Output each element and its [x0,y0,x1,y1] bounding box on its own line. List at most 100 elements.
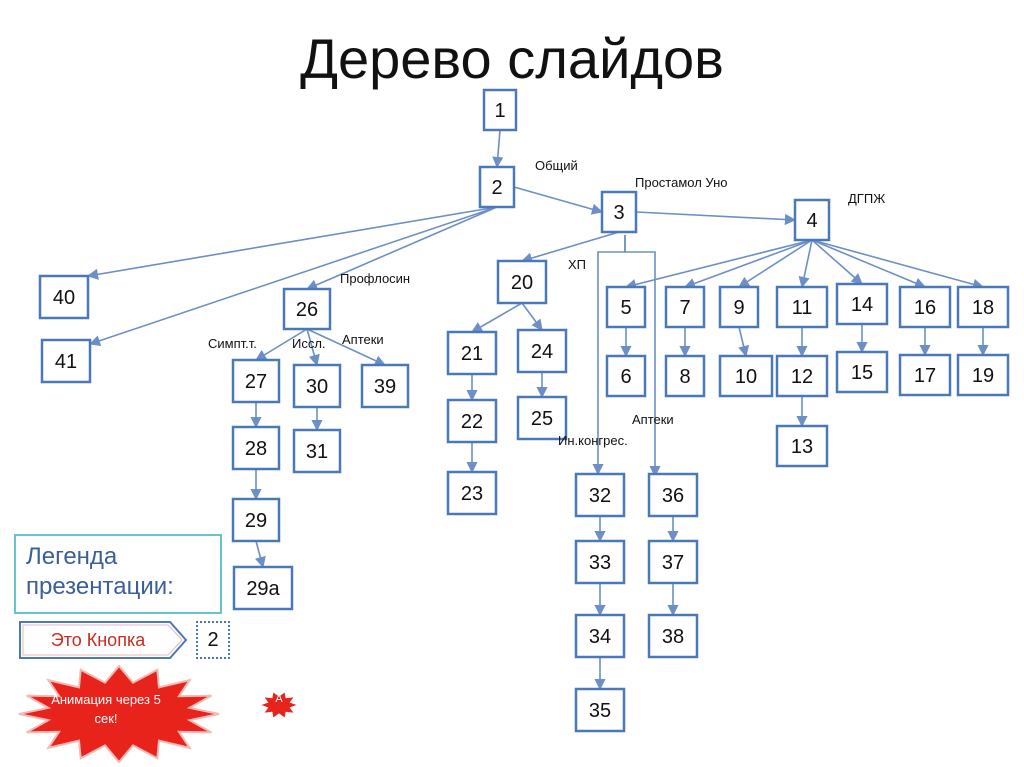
slide-node-box [793,198,831,242]
slide-node-box [38,274,90,320]
slide-node-3[interactable]: 3 [600,190,638,234]
slide-node-box [956,353,1010,397]
slide-node-34[interactable]: 34 [574,613,626,659]
slide-node-39[interactable]: 39 [360,363,410,409]
slide-node-2[interactable]: 2 [478,165,516,209]
animation-label: Анимация через 5 сек! [51,692,161,726]
slide-node-label: 34 [589,626,611,648]
slide-node-label: 3 [613,202,624,224]
slide-node-label: 2 [491,177,502,199]
slide-node-32[interactable]: 32 [574,472,626,518]
slide-node-box [600,190,638,234]
edge-n29-n29a [254,540,266,569]
slide-node-40[interactable]: 40 [38,274,90,320]
edge-n3-n4 [635,211,797,226]
slide-node-9[interactable]: 9 [718,285,760,329]
slide-node-label: 7 [679,297,690,319]
slide-node-label: 27 [245,371,267,393]
slide-node-20[interactable]: 20 [496,259,548,305]
slide-node-box [232,565,294,611]
slide-node-23[interactable]: 23 [446,470,498,516]
slide-node-16[interactable]: 16 [898,285,952,329]
slide-node-38[interactable]: 38 [647,613,699,659]
slide-node-30[interactable]: 30 [292,363,342,409]
slide-node-5[interactable]: 5 [605,285,647,329]
slide-node-11[interactable]: 11 [775,285,829,329]
slide-node-box [40,338,92,384]
slide-node-10[interactable]: 10 [718,354,774,398]
slide-node-4[interactable]: 4 [793,198,831,242]
edge-n20-n21 [471,302,523,333]
slide-node-17[interactable]: 17 [898,353,952,397]
slide-node-label: 19 [972,365,994,387]
slide-node-26[interactable]: 26 [282,287,332,331]
slide-node-35[interactable]: 35 [574,687,626,733]
slide-node-label: 28 [245,438,267,460]
edge-n4-n11 [798,239,813,289]
slide-node-13[interactable]: 13 [775,424,829,468]
slide-node-box [360,363,410,409]
slide-node-box [231,425,281,471]
branch-label: Простамол Уно [635,175,728,190]
slide-node-box [647,472,699,518]
slide-node-box [647,613,699,659]
slide-node-box [292,428,342,474]
branch-label: Профлосин [340,271,410,286]
slide-node-22[interactable]: 22 [446,398,498,444]
slide-node-33[interactable]: 33 [574,539,626,585]
slide-node-14[interactable]: 14 [835,282,889,326]
slide-node-25[interactable]: 25 [516,395,568,441]
animation-burst-icon [18,664,220,764]
edge-n2-n41 [88,206,498,347]
slide-node-29а[interactable]: 29а [232,565,294,611]
slide-node-28[interactable]: 28 [231,425,281,471]
slide-node-label: 31 [306,441,328,463]
slide-node-label: 29 [245,510,267,532]
slide-node-8[interactable]: 8 [664,354,706,398]
slide-node-box [574,613,626,659]
slide-node-19[interactable]: 19 [956,353,1010,397]
slide-node-24[interactable]: 24 [516,328,568,374]
edges-layer [86,129,989,691]
slide-node-box [605,285,647,329]
slide-node-31[interactable]: 31 [292,428,342,474]
slide-node-12[interactable]: 12 [775,354,829,398]
slide-node-1[interactable]: 1 [482,88,518,132]
slide-node-6[interactable]: 6 [605,354,647,398]
edge-n3-n20 [520,231,620,264]
legend-button-sample[interactable] [18,620,190,660]
edge-n26-n27 [255,328,308,361]
slide-node-label: 16 [914,297,936,319]
slide-node-box [664,285,706,329]
slide-node-27[interactable]: 27 [231,358,281,404]
branch-label: Аптеки [632,412,674,427]
slide-node-label: 39 [374,376,396,398]
slide-node-label: 24 [531,341,553,363]
slide-node-label: 26 [296,299,318,321]
animation-badge-label: A [275,693,283,705]
slide-node-box [956,285,1010,329]
slide-node-7[interactable]: 7 [664,285,706,329]
slide-node-label: 29а [246,578,280,600]
slide-node-label: 5 [620,297,631,319]
slide-node-box [516,395,568,441]
slide-node-box [574,687,626,733]
slide-node-21[interactable]: 21 [446,330,498,376]
slide-node-label: 13 [791,436,813,458]
slide-node-15[interactable]: 15 [835,350,889,394]
slide-node-label: 35 [589,700,611,722]
slide-node-37[interactable]: 37 [647,539,699,585]
slide-node-label: 10 [735,366,757,388]
slide-node-18[interactable]: 18 [956,285,1010,329]
slide-node-box [446,470,498,516]
slide-node-41[interactable]: 41 [40,338,92,384]
branch-label: ХП [568,257,586,272]
slide-node-29[interactable]: 29 [231,497,281,543]
slide-node-box [718,285,760,329]
slide-node-36[interactable]: 36 [647,472,699,518]
legend-button-label: Это Кнопка [50,630,146,650]
edge-n20-n24 [521,302,543,331]
slide-node-box [664,354,706,398]
